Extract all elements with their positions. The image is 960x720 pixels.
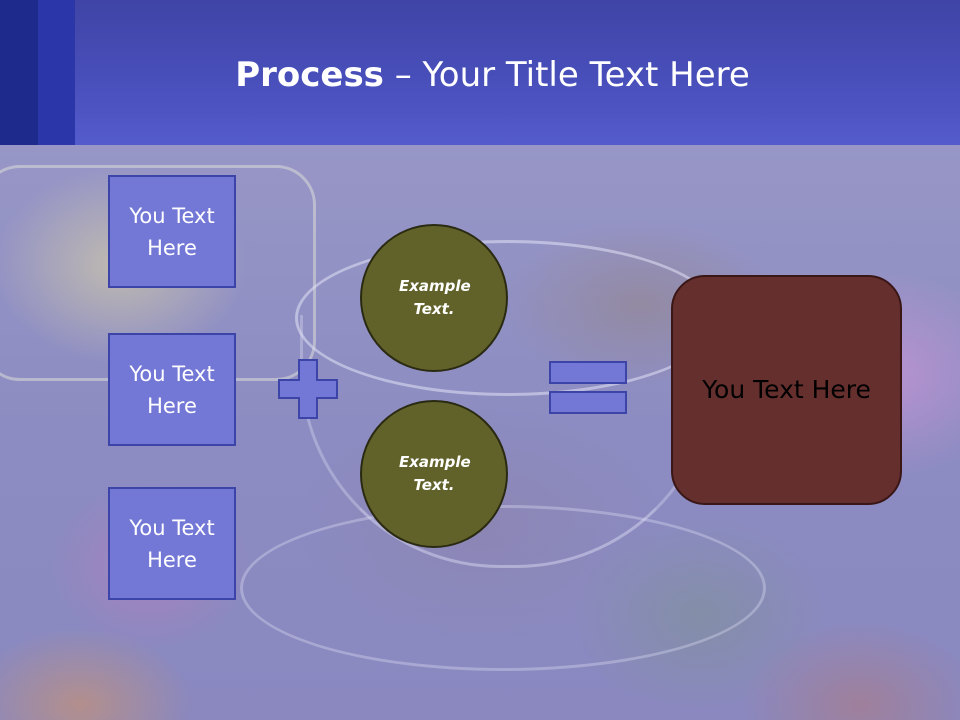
example-circle-1-label: Example Text. [399,277,471,318]
slide-title: Process – Your Title Text Here [0,52,960,98]
cup-rim-outline [295,240,721,396]
example-circle-1: Example Text. [360,224,508,372]
input-box-2: You Text Here [108,333,236,446]
equals-icon [549,361,627,414]
plus-icon [278,359,338,419]
input-box-1: You Text Here [108,175,236,288]
title-bold: Process [235,55,384,95]
slide-header: Process – Your Title Text Here [0,0,960,145]
header-accent-strip-light [38,0,75,145]
result-box: You Text Here [671,275,902,505]
header-accent-strip [0,0,38,145]
example-circle-2-label: Example Text. [399,453,471,494]
example-circle-2: Example Text. [360,400,508,548]
title-rest: – Your Title Text Here [383,55,750,95]
saucer-outline [240,505,766,671]
input-box-3: You Text Here [108,487,236,600]
